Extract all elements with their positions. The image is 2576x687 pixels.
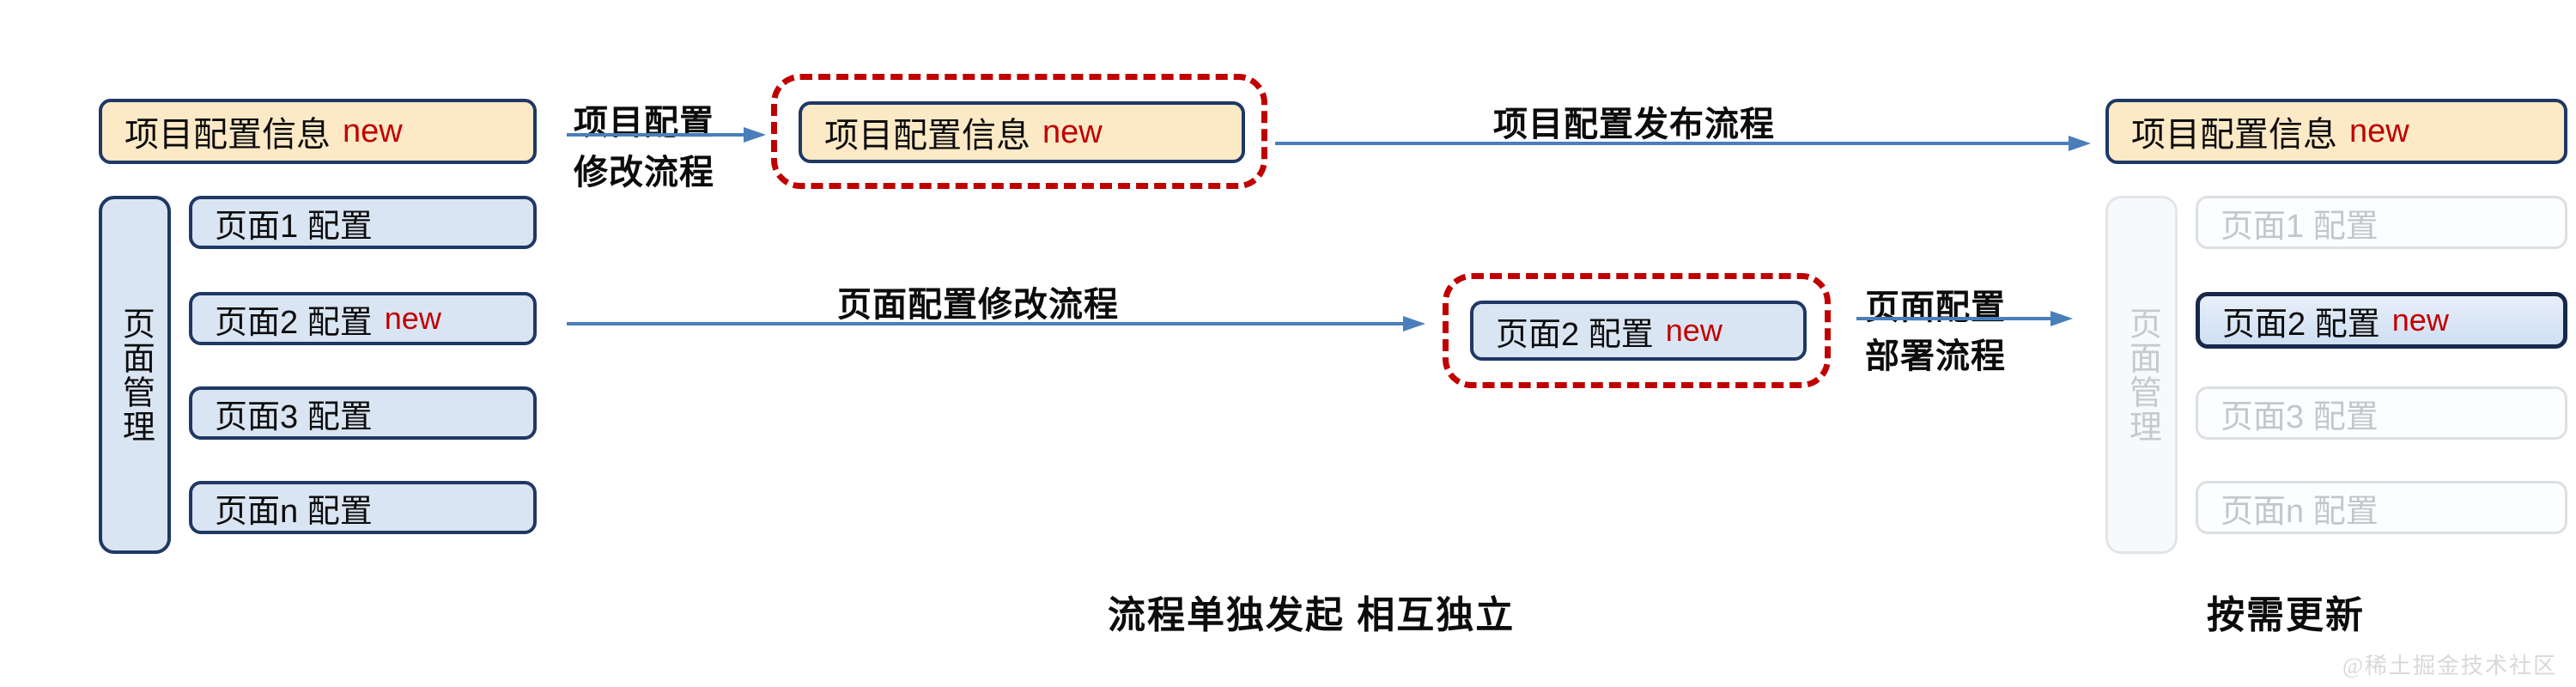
- right-project-config-title: 项目配置信息: [2131, 116, 2337, 154]
- left-project-config-new-tag: new: [343, 112, 403, 149]
- arrow-page-deploy: [1856, 311, 2073, 326]
- arrow-project-publish: [1275, 136, 2091, 151]
- left-project-config-title: 项目配置信息: [125, 116, 331, 154]
- arrow-page-modify-label: 页面配置修改流程: [837, 286, 1119, 324]
- left-page-box-2-title: 页面2 配置: [215, 304, 373, 341]
- right-page-box-n[interactable]: 页面n 配置: [2196, 481, 2567, 534]
- left-page-box-2-new-tag: new: [384, 301, 441, 336]
- right-page-box-2[interactable]: 页面2 配置 new: [2196, 292, 2567, 349]
- right-project-config-box[interactable]: 项目配置信息 new: [2105, 99, 2567, 164]
- middle-footer-caption: 流程单独发起 相互独立: [1108, 594, 1516, 636]
- middle-project-config-new-tag: new: [1042, 113, 1103, 150]
- right-page-management-rail: 页面管理: [2105, 196, 2178, 554]
- watermark: @稀土掘金技术社区: [2342, 654, 2557, 678]
- arrow-project-publish-label: 项目配置发布流程: [1493, 106, 1775, 143]
- left-page-box-1-title: 页面1 配置: [215, 208, 373, 245]
- left-page-box-2[interactable]: 页面2 配置 new: [189, 292, 537, 345]
- left-project-config-box[interactable]: 项目配置信息 new: [99, 99, 537, 164]
- middle-project-config-box[interactable]: 项目配置信息 new: [799, 101, 1245, 163]
- arrow-project-modify: [567, 127, 766, 143]
- left-page-box-1[interactable]: 页面1 配置: [189, 196, 537, 249]
- left-page-box-n-title: 页面n 配置: [215, 493, 373, 530]
- arrow-page-modify: [567, 316, 1425, 331]
- middle-page2-config-title: 页面2 配置: [1496, 316, 1654, 353]
- right-page-box-3-title: 页面3 配置: [2221, 398, 2379, 435]
- right-page-management-label: 页面管理: [2123, 306, 2160, 444]
- middle-page2-config-new-tag: new: [1665, 313, 1722, 348]
- arrow-project-modify-label-line2: 修改流程: [574, 154, 714, 192]
- middle-project-config-title: 项目配置信息: [824, 117, 1030, 155]
- right-footer-caption: 按需更新: [2207, 594, 2365, 636]
- arrow-page-deploy-label-line2: 部署流程: [1865, 337, 2006, 375]
- left-page-management-label: 页面管理: [117, 306, 154, 444]
- left-page-management-rail: 页面管理: [99, 196, 171, 554]
- right-project-config-new-tag: new: [2349, 112, 2409, 149]
- left-page-box-n[interactable]: 页面n 配置: [189, 481, 537, 534]
- right-page-box-1-title: 页面1 配置: [2221, 208, 2379, 245]
- left-page-box-3-title: 页面3 配置: [215, 398, 373, 435]
- right-page-box-2-new-tag: new: [2391, 302, 2449, 337]
- left-page-box-3[interactable]: 页面3 配置: [189, 386, 537, 440]
- right-page-box-3[interactable]: 页面3 配置: [2196, 386, 2567, 440]
- right-page-box-1[interactable]: 页面1 配置: [2196, 196, 2567, 249]
- right-page-box-2-title: 页面2 配置: [2222, 306, 2380, 343]
- right-page-box-n-title: 页面n 配置: [2221, 493, 2379, 530]
- middle-page2-config-box[interactable]: 页面2 配置 new: [1470, 301, 1807, 361]
